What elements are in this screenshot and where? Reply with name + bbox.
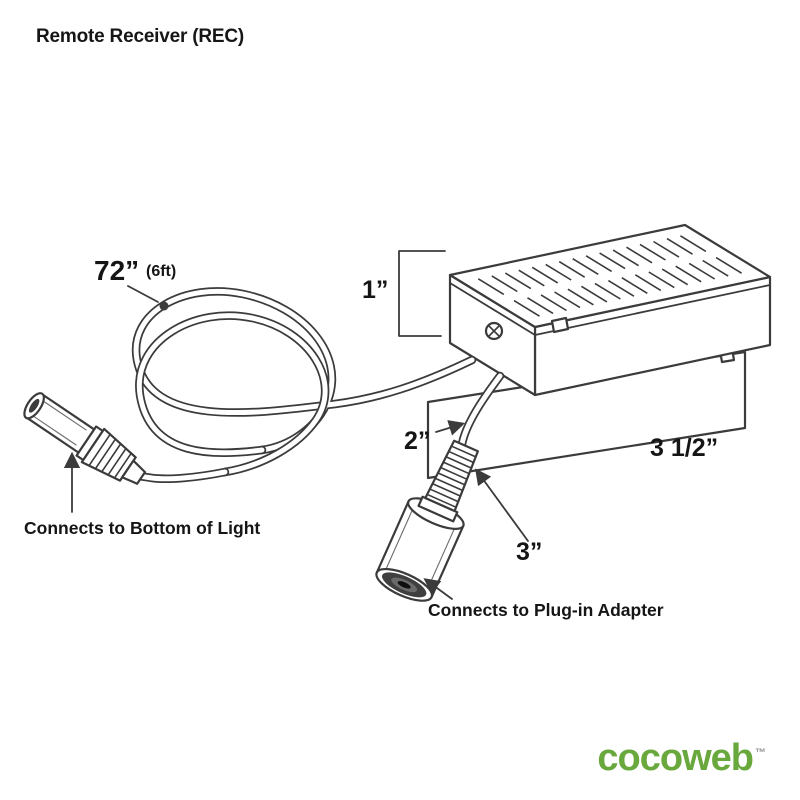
dim-2in-label: 2”	[404, 427, 430, 455]
plug-tail	[121, 459, 147, 485]
jack-ribs	[426, 445, 476, 508]
receiver-box	[448, 223, 772, 397]
latch	[550, 316, 570, 334]
plug-connector	[23, 392, 147, 485]
label-bottom-of-light: Connects to Bottom of Light	[24, 518, 260, 538]
cable-to-adapter	[457, 371, 505, 449]
jack-opening-hole	[397, 581, 411, 589]
dim-72in-label: 72”	[94, 255, 139, 286]
box-top-face	[448, 223, 772, 329]
vent-slots	[477, 235, 743, 317]
jack-connector	[375, 439, 479, 602]
logo-text: cocoweb	[597, 737, 754, 779]
plug-barrel-contour	[31, 399, 87, 446]
dimension-annotations: 1” 72” (6ft) 2” 3” 3 1/2” Connects to Bo…	[24, 250, 718, 620]
dim-72in-dot	[159, 301, 169, 311]
plug-tip-opening	[28, 398, 40, 413]
dim-3half-label: 3 1/2”	[650, 434, 718, 462]
label-plugin-adapter: Connects to Plug-in Adapter	[428, 600, 664, 620]
page-title: Remote Receiver (REC)	[36, 26, 245, 47]
dim-1in-bracket	[398, 250, 446, 337]
dim-3in-leader	[475, 468, 529, 542]
box-lid-seam	[449, 282, 771, 336]
arrow-plugin-adapter	[423, 578, 453, 600]
dim-1in-label: 1”	[362, 276, 388, 304]
dim-72in-note: (6ft)	[146, 263, 176, 280]
dim-72in-leader	[127, 285, 159, 303]
screw-cross	[488, 325, 500, 337]
trademark: ™	[755, 747, 766, 760]
dim-2in-leader	[435, 420, 466, 436]
plug-collar-ribs	[88, 433, 133, 480]
dim-3in-label: 3”	[516, 538, 542, 566]
